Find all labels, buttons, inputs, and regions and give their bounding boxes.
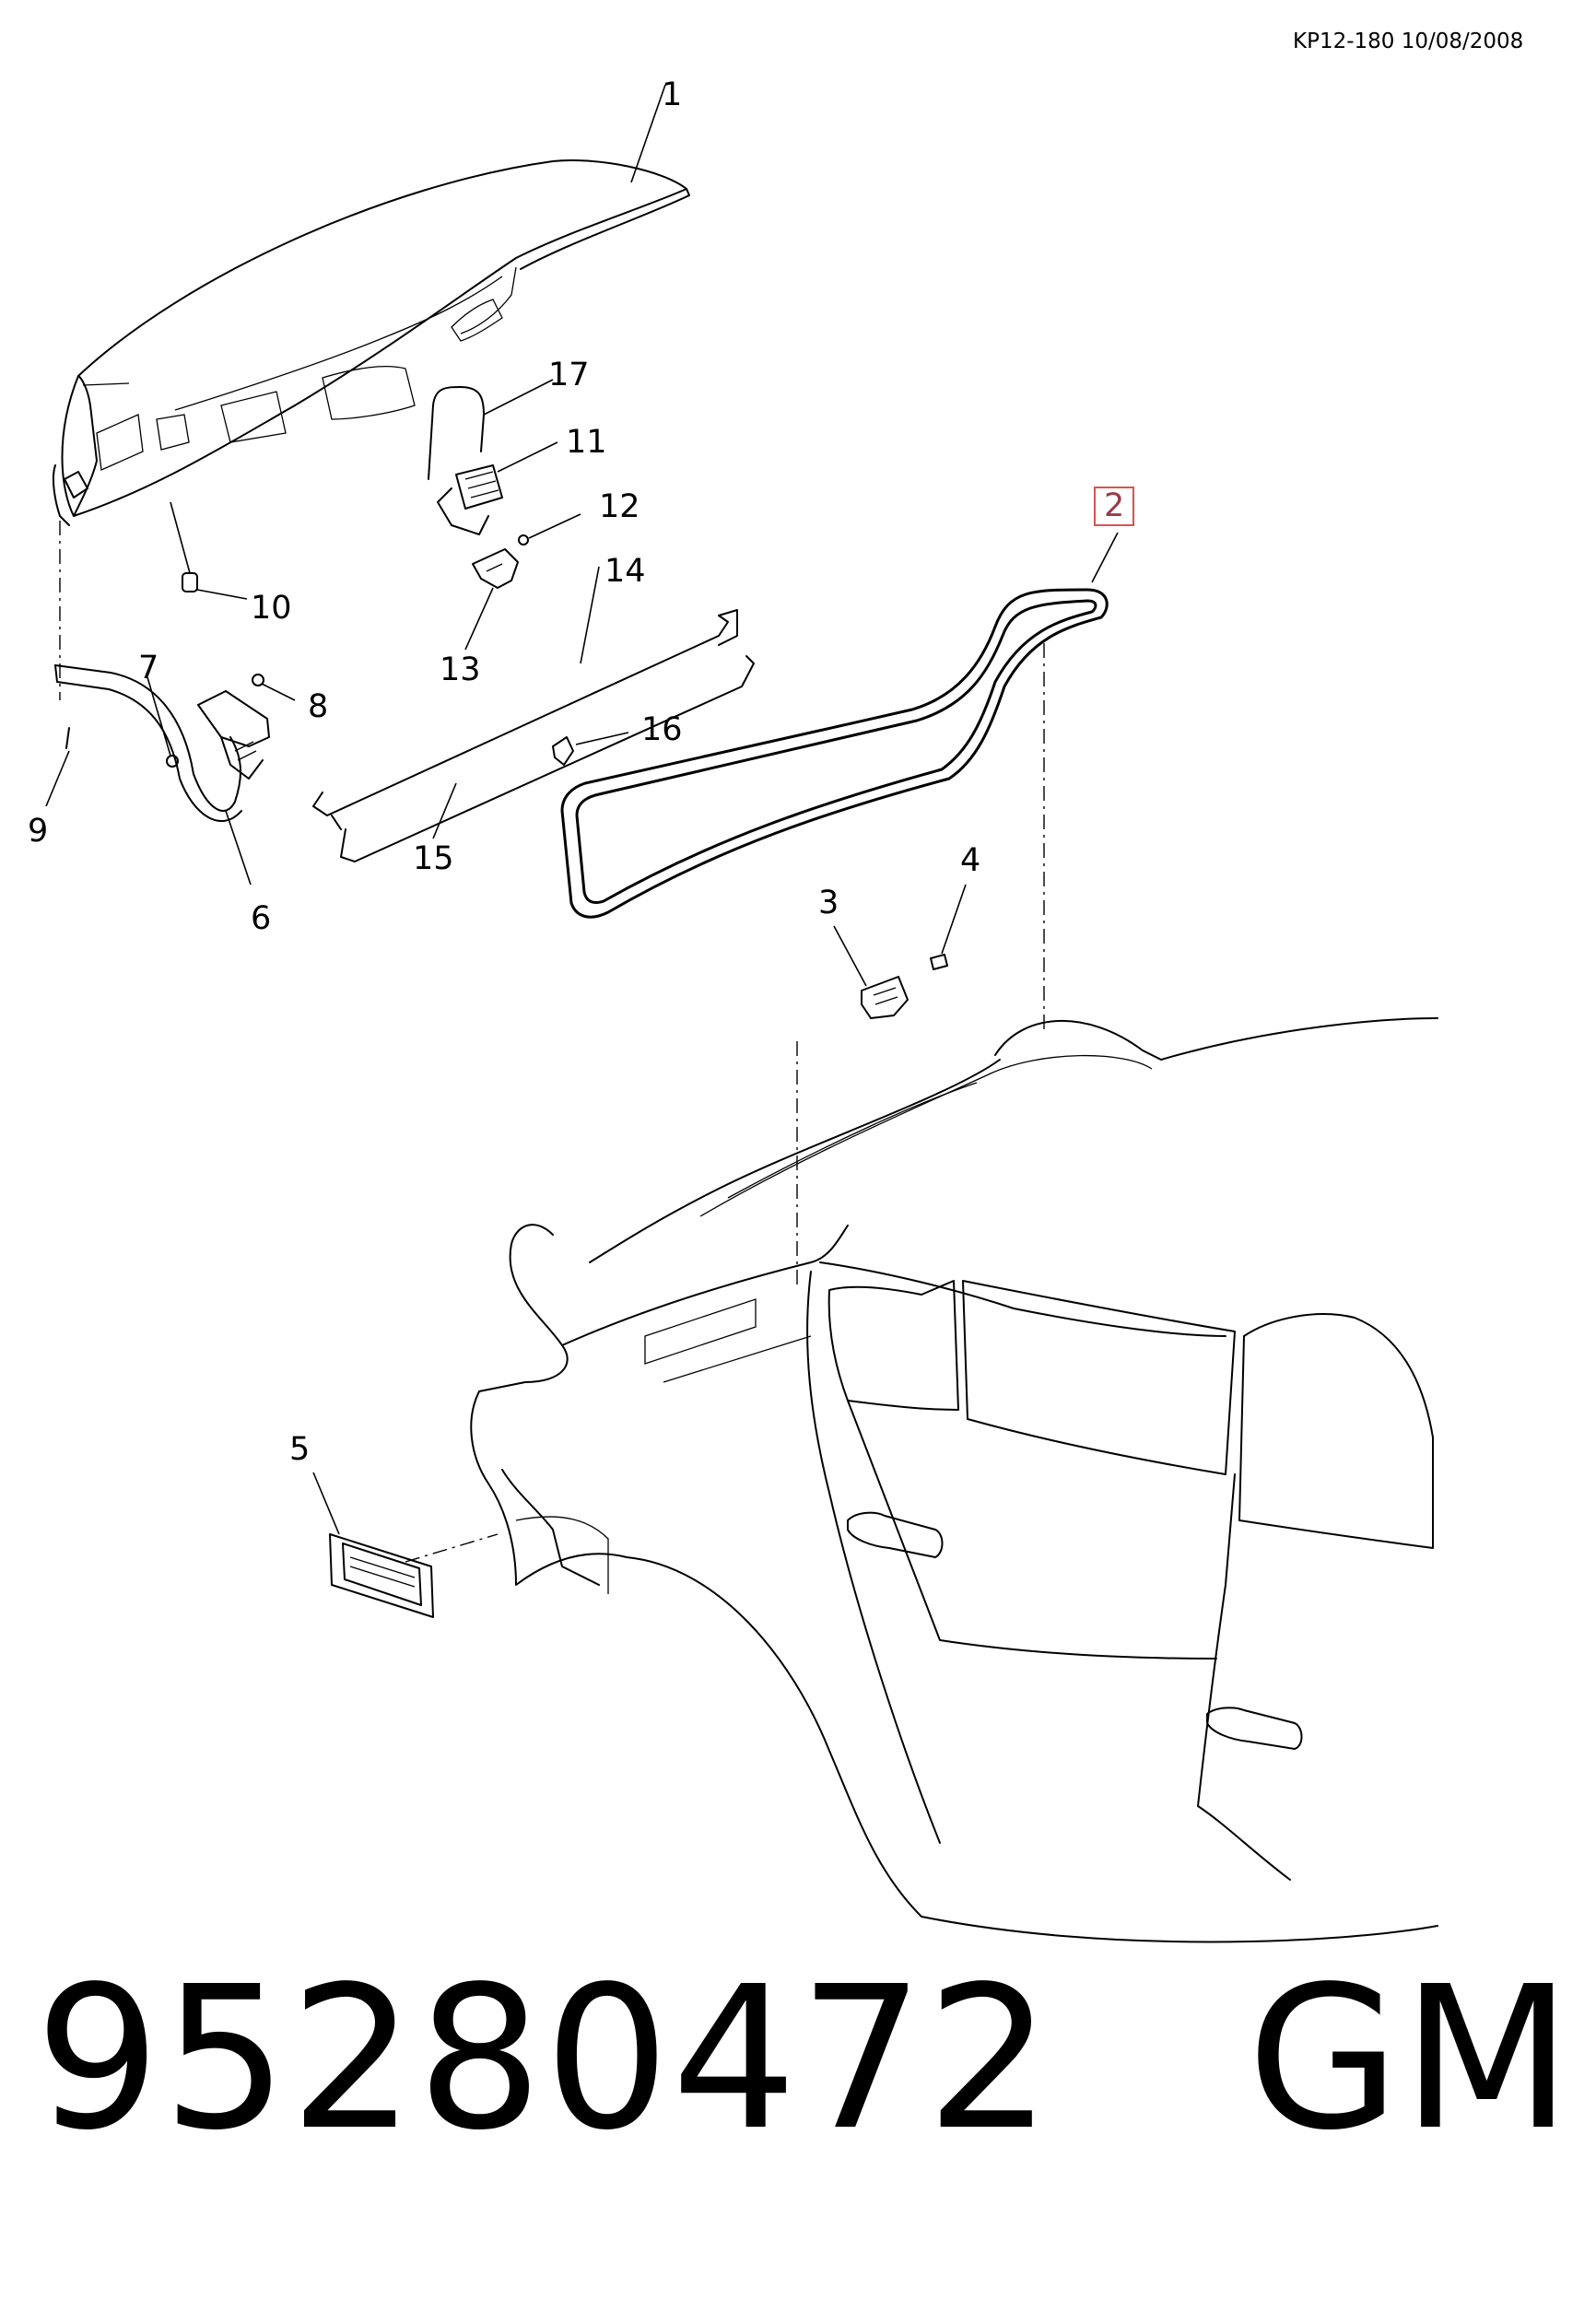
car-body-drawing	[470, 1017, 1438, 1943]
callout-16[interactable]: 16	[641, 711, 683, 748]
drawing-reference: KP12-180 10/08/2008	[1293, 29, 1524, 53]
part-number-spacer	[1053, 1944, 1247, 2174]
callout-17[interactable]: 17	[548, 357, 590, 393]
callout-12[interactable]: 12	[599, 488, 640, 525]
callout-11[interactable]: 11	[566, 424, 607, 461]
callout-15[interactable]: 15	[413, 840, 454, 877]
brand-label: GM	[1247, 1944, 1574, 2174]
part-number: 95280472	[35, 1944, 1054, 2174]
callout-1[interactable]: 1	[662, 76, 683, 113]
callout-6[interactable]: 6	[251, 900, 272, 937]
callout-13[interactable]: 13	[440, 651, 481, 688]
callout-8[interactable]: 8	[308, 688, 329, 725]
callout-4[interactable]: 4	[960, 842, 981, 879]
part-12-drawing	[518, 513, 581, 545]
part-14-15-drawing	[312, 566, 755, 862]
part-16-drawing	[552, 732, 629, 766]
leader-1	[630, 84, 666, 183]
callout-3[interactable]: 3	[818, 885, 839, 921]
callout-14[interactable]: 14	[604, 553, 646, 590]
vent-drawing	[312, 1472, 434, 1618]
callout-10[interactable]: 10	[251, 590, 292, 627]
callout-9[interactable]: 9	[28, 813, 49, 850]
part-number-footer: 95280472 GM	[35, 1961, 1574, 2158]
leader-2	[1091, 532, 1119, 583]
hinge-drawing	[45, 664, 296, 886]
part-11-drawing	[437, 441, 558, 535]
callout-7[interactable]: 7	[138, 650, 159, 686]
part-13-drawing	[464, 548, 519, 651]
part-17-drawing	[428, 379, 554, 480]
callout-5[interactable]: 5	[289, 1431, 311, 1468]
weatherstrip-seal-drawing	[560, 532, 1119, 919]
trunk-lid-drawing	[52, 159, 690, 526]
part-10-drawing	[170, 501, 248, 600]
callout-2[interactable]: 2	[1094, 487, 1135, 526]
part-3-4-drawing	[833, 884, 967, 1019]
assembly-line-vent	[405, 1533, 499, 1563]
